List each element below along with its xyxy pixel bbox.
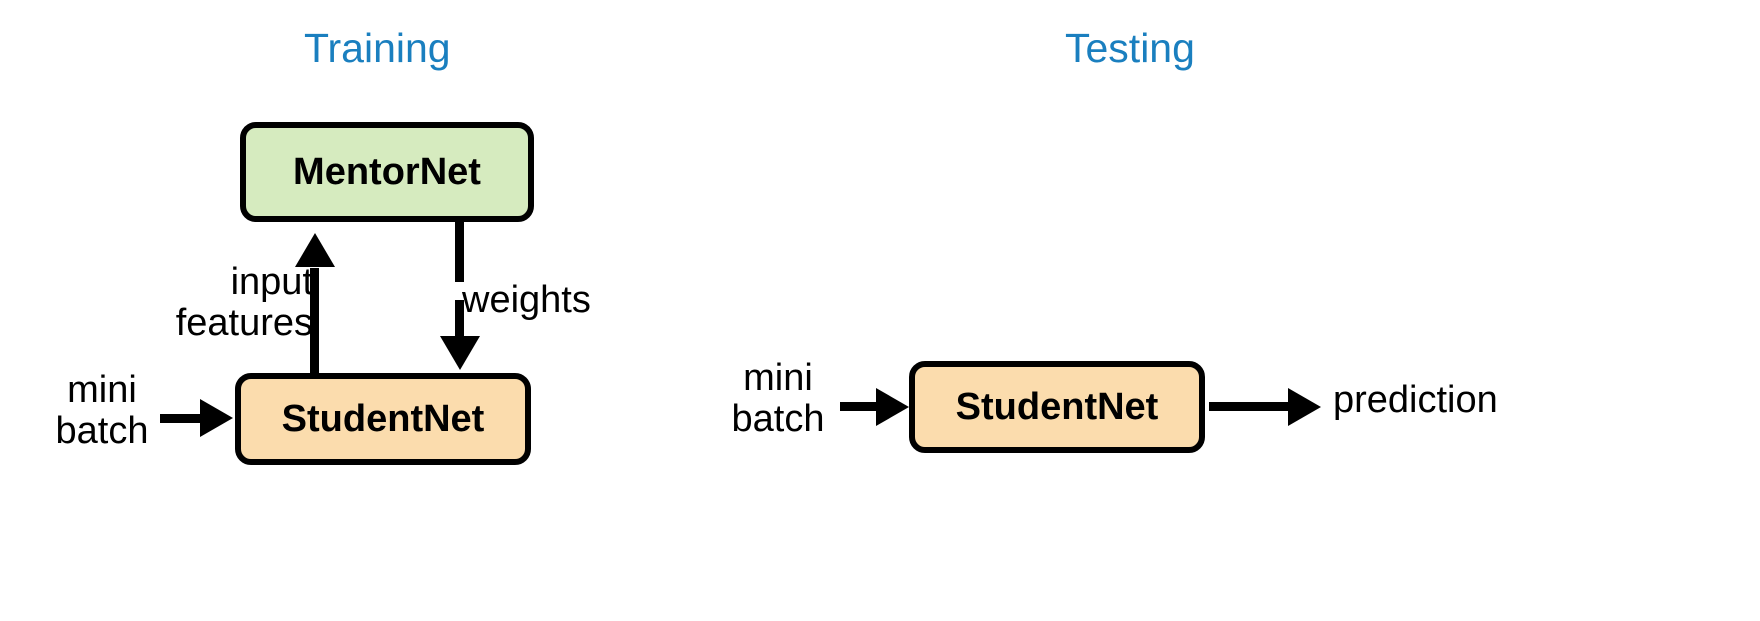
mini-batch-training-label: mini batch [42,369,162,453]
studentnet-training-node-label: StudentNet [281,397,485,440]
studentnet-testing-node[interactable]: StudentNet [909,361,1205,453]
studentnet-testing-node-label: StudentNet [955,385,1159,428]
mini-batch-testing-label-line2: batch [731,398,825,441]
mini-batch-testing-label-line1: mini [743,357,813,399]
training-section-title: Training [304,25,451,71]
prediction-arrowhead-icon [1288,388,1321,426]
weights-edge-line-upper [455,222,464,282]
mini-batch-training-label-line1: mini [67,369,137,411]
studentnet-training-node[interactable]: StudentNet [235,373,531,465]
input-features-arrowhead-icon [295,233,335,267]
input-features-label-line2: features [175,302,313,345]
input-features-edge-line [310,268,319,374]
mini-batch-training-edge-line [160,414,212,423]
mini-batch-testing-arrowhead-icon [876,388,909,426]
testing-section-title: Testing [1065,25,1195,71]
mini-batch-testing-label: mini batch [718,357,838,441]
input-features-label-line1: input [230,261,313,303]
mentornet-node[interactable]: MentorNet [240,122,534,222]
input-features-edge-label: input features [148,261,313,345]
prediction-edge-line [1209,402,1295,411]
mini-batch-training-label-line2: batch [55,410,149,453]
mentornet-node-label: MentorNet [293,150,481,193]
prediction-label: prediction [1333,379,1498,421]
weights-arrowhead-icon [440,336,480,370]
mini-batch-testing-edge-line [840,402,888,411]
weights-edge-line-lower [455,300,464,338]
mini-batch-training-arrowhead-icon [200,399,233,437]
weights-edge-label: weights [462,279,591,321]
